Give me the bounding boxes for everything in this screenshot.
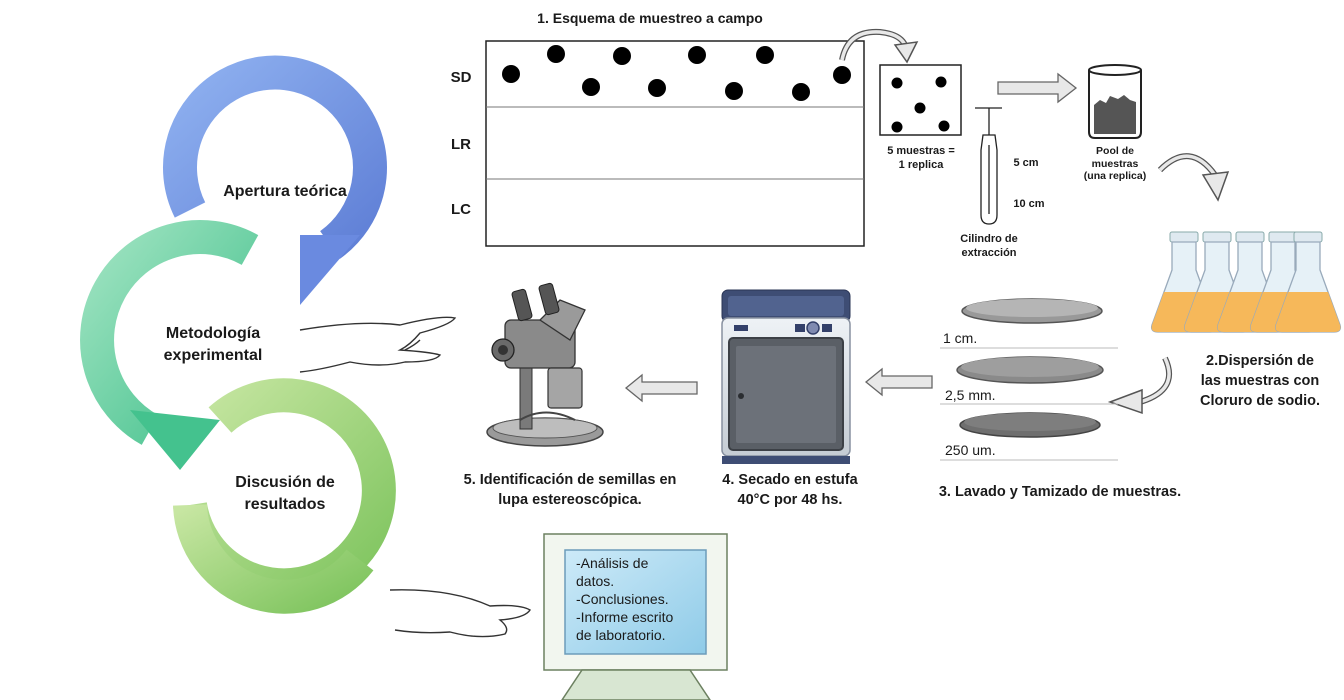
step-label-line: 2.Dispersión de: [1206, 353, 1314, 369]
sieve-label-250um: 250 um.: [945, 442, 996, 458]
cycle-label-line: resultados: [244, 496, 326, 513]
cycle-label-discusion: Discusión de resultados: [215, 472, 355, 516]
screen-line: -Informe escrito: [576, 609, 674, 625]
step-label-line: lupa estereoscópica.: [498, 492, 642, 508]
arrow-right-icon: [997, 72, 1078, 104]
row-label-lr: LR: [451, 136, 471, 153]
cylinder-label-line: extracción: [961, 247, 1017, 259]
step-label-line: las muestras con: [1200, 373, 1320, 389]
cycle-label-line: Metodología: [165, 325, 261, 342]
pool-label: Pool de muestras (una replica): [1075, 145, 1155, 183]
step-2-label: 2.Dispersión de las muestras con Cloruro…: [1190, 351, 1330, 411]
step-4-label: 4. Secado en estufa 40°C por 48 hs.: [710, 470, 870, 510]
screen-line: de laboratorio.: [576, 627, 666, 643]
pool-beaker-icon: [1088, 64, 1142, 139]
cycle-label-line: experimental: [163, 347, 263, 364]
replica-label: 5 muestras = 1 replica: [873, 144, 969, 172]
cycle-arrow-metodologia: [80, 220, 259, 470]
cylinder-label-line: Cilindro de: [960, 233, 1018, 245]
row-label-sd: SD: [450, 69, 472, 86]
extraction-cylinder-icon: [975, 107, 1002, 225]
pool-label-line: Pool de: [1096, 145, 1134, 157]
stereo-microscope-icon: [486, 282, 604, 447]
depth-bottom-label: 10 cm: [1013, 198, 1045, 210]
step-3-label: 3. Lavado y Tamizado de muestras.: [938, 484, 1182, 500]
row-label-lc: LC: [451, 201, 471, 218]
sample-points: [502, 45, 851, 101]
erlenmeyer-flasks-icon: [1150, 231, 1342, 333]
cycle-label-apertura: Apertura teórica: [223, 183, 347, 200]
depth-top-label: 5 cm: [1013, 157, 1039, 169]
step-label-line: 5. Identificación de semillas en: [463, 472, 677, 488]
monitor-screen-text: -Análisis de datos. -Conclusiones. -Info…: [576, 554, 706, 644]
replica-label-line: 1 replica: [898, 159, 944, 171]
step-5-label: 5. Identificación de semillas en lupa es…: [450, 470, 690, 510]
pointing-hand-icon: [389, 589, 531, 638]
cycle-label-line: Discusión de: [235, 474, 335, 491]
sieve-label-2-5mm: 2,5 mm.: [945, 387, 996, 403]
drying-oven-icon: [721, 289, 851, 464]
screen-line: -Análisis de: [576, 555, 649, 571]
cylinder-label: Cilindro de extracción: [944, 232, 1034, 260]
pointing-hand-icon: [299, 316, 457, 373]
curved-arrow-icon: [1157, 153, 1230, 202]
pool-label-line: (una replica): [1083, 170, 1147, 182]
step-label-line: 40°C por 48 hs.: [737, 492, 843, 508]
screen-line: -Conclusiones.: [576, 591, 669, 607]
curved-arrow-icon: [839, 28, 919, 64]
cycle-arrow-apertura: [163, 55, 387, 305]
field-scheme: [485, 40, 865, 247]
field-scheme-title: 1. Esquema de muestreo a campo: [537, 10, 763, 26]
sieve-label-1cm: 1 cm.: [943, 330, 978, 346]
screen-line: datos.: [576, 573, 615, 589]
cycle-label-metodologia: Metodología experimental: [143, 323, 283, 367]
step-label-line: Cloruro de sodio.: [1199, 393, 1321, 409]
arrow-left-icon: [624, 373, 698, 403]
sieve-stack-icon: [940, 298, 1118, 461]
computer-monitor-icon: [543, 533, 728, 700]
curved-arrow-icon: [1107, 356, 1172, 415]
pool-label-line: muestras: [1091, 157, 1139, 170]
cycle-arrow-discusion: [173, 378, 396, 614]
arrow-left-icon: [864, 367, 933, 397]
replica-box: [879, 64, 962, 136]
replica-label-line: 5 muestras =: [887, 145, 955, 157]
step-label-line: 4. Secado en estufa: [722, 472, 858, 488]
